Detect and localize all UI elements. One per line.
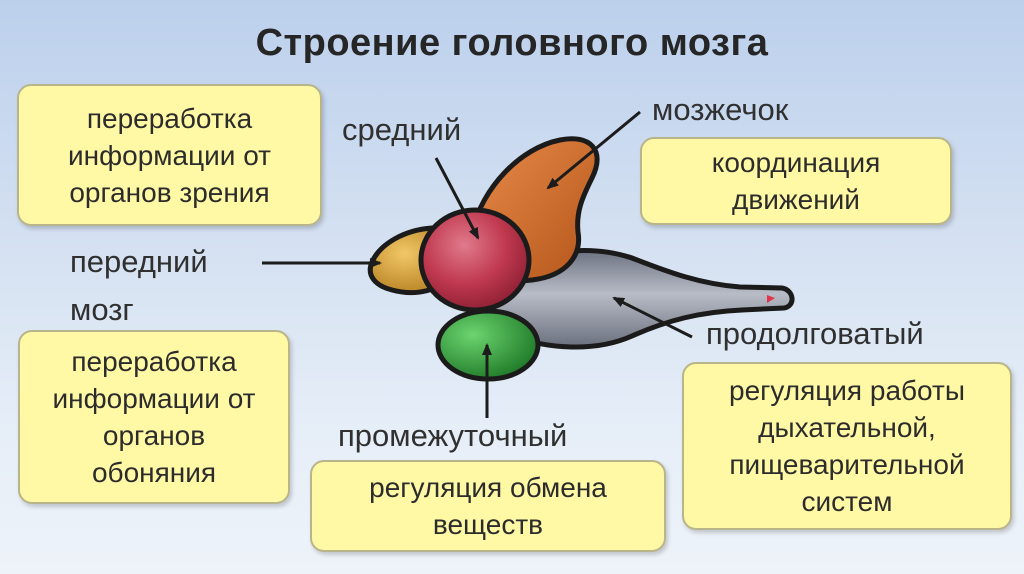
forebrain-label-line1: передний bbox=[70, 244, 208, 279]
medulla-function-text: регуляция работы дыхательной, пищеварите… bbox=[729, 375, 965, 517]
cerebellum-function-box: координация движений bbox=[640, 137, 952, 225]
forebrain-vision-box: переработка информации от органов зрения bbox=[17, 84, 322, 226]
medulla-function-box: регуляция работы дыхательной, пищеварите… bbox=[682, 362, 1012, 530]
forebrain-smell-text: переработка информации от органов обонян… bbox=[52, 346, 256, 488]
cerebellum-arrow bbox=[546, 110, 641, 190]
medulla-marker bbox=[767, 295, 775, 303]
page-title: Строение головного мозга bbox=[255, 22, 769, 64]
diencephalon-label: промежуточный bbox=[338, 418, 568, 453]
midbrain-label: средний bbox=[342, 112, 462, 147]
cerebellum-function-text: координация движений bbox=[711, 147, 881, 215]
diencephalon-function-text: регуляция обмена веществ bbox=[369, 472, 607, 540]
forebrain-smell-box: переработка информации от органов обонян… bbox=[18, 330, 290, 504]
diencephalon-function-box: регуляция обмена веществ bbox=[310, 460, 666, 552]
medulla-arrow bbox=[612, 296, 693, 339]
forebrain-vision-text: переработка информации от органов зрения bbox=[68, 102, 271, 208]
midbrain-shape bbox=[418, 207, 532, 313]
medulla-label: продолговатый bbox=[706, 316, 924, 351]
cerebellum-label: мозжечок bbox=[652, 92, 789, 127]
forebrain-label-line2: мозг bbox=[70, 292, 134, 327]
midbrain-arrow bbox=[434, 157, 480, 240]
